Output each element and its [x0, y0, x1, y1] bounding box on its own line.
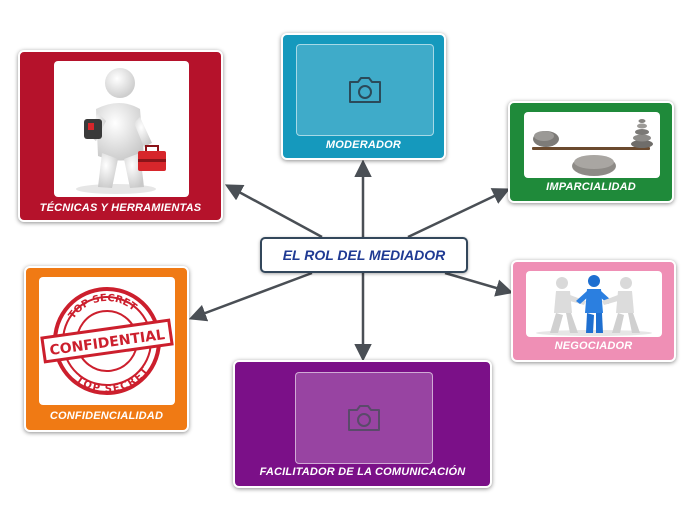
node-confidencialidad[interactable]: TOP SECRET TOP SECRET CONFIDENTIAL CONFI… — [24, 266, 189, 432]
camera-icon — [349, 77, 381, 103]
central-topic[interactable]: EL ROL DEL MEDIADOR — [260, 237, 468, 273]
person-with-toolbox-icon — [54, 61, 189, 197]
confidential-stamp-icon: TOP SECRET TOP SECRET CONFIDENTIAL — [39, 277, 175, 405]
central-topic-title: EL ROL DEL MEDIADOR — [282, 247, 446, 263]
link-to-tecnicas — [224, 184, 323, 239]
node-imparcialidad[interactable]: IMPARCIALIDAD — [508, 101, 674, 203]
image-placeholder — [296, 44, 434, 136]
node-negociador-label: NEGOCIADOR — [554, 340, 633, 352]
node-moderador[interactable]: MODERADOR — [281, 33, 446, 160]
node-tecnicas[interactable]: TÉCNICAS Y HERRAMIENTAS — [18, 50, 223, 222]
link-to-negociador — [444, 271, 514, 297]
node-confidencialidad-label: CONFIDENCIALIDAD — [49, 410, 164, 422]
node-imparcialidad-label: IMPARCIALIDAD — [546, 181, 636, 193]
node-tecnicas-label: TÉCNICAS Y HERRAMIENTAS — [39, 202, 202, 214]
node-facilitador[interactable]: FACILITADOR DE LA COMUNICACIÓN — [233, 360, 492, 488]
balance-stones-icon — [524, 112, 660, 178]
node-facilitador-label: FACILITADOR DE LA COMUNICACIÓN — [259, 466, 466, 478]
link-to-confidencialidad — [188, 271, 313, 322]
link-to-imparcialidad — [407, 188, 511, 239]
people-handshake-icon — [526, 271, 662, 337]
image-placeholder — [295, 372, 433, 464]
node-moderador-label: MODERADOR — [325, 139, 402, 151]
camera-icon — [348, 405, 380, 431]
node-negociador[interactable]: NEGOCIADOR — [511, 260, 676, 362]
